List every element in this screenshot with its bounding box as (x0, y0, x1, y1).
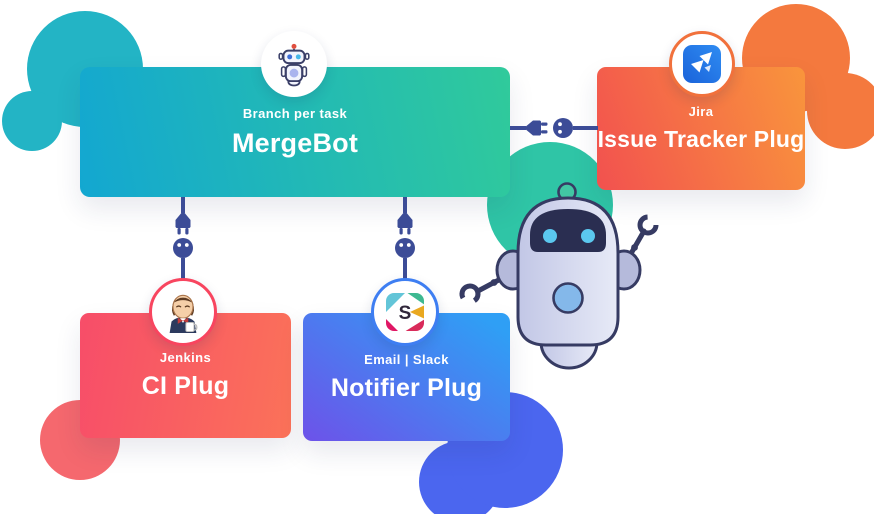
ci-title: CI Plug (141, 372, 230, 400)
slack-badge: S (371, 278, 439, 346)
decor-circle-orange-small (807, 73, 874, 149)
plug-socket-icon (510, 118, 598, 138)
robot-left-eye (543, 229, 557, 243)
mergebot-badge (261, 31, 327, 97)
mergebot-label: Branch per task (242, 105, 348, 121)
ci-label: Jenkins (159, 350, 212, 365)
mergebot-title: MergeBot (231, 127, 359, 158)
robot-icon (278, 43, 310, 87)
node-mergebot: Branch per task MergeBot (80, 67, 510, 197)
connector-mergebot-ci (173, 197, 193, 281)
plug-socket-icon (173, 197, 193, 281)
slack-icon: S (386, 293, 424, 331)
robot-right-gripper (637, 214, 659, 236)
jira-badge (669, 31, 735, 97)
slack-letter: S (399, 303, 412, 324)
robot-left-gripper (459, 283, 481, 305)
robot-right-eye (581, 229, 595, 243)
connector-mergebot-notifier (395, 197, 415, 281)
notifier-label: Email | Slack (364, 351, 449, 367)
robot-belly-button (552, 282, 584, 314)
connector-jira-mergebot (510, 118, 598, 138)
decor-circle-teal-small (2, 91, 62, 151)
issue-tracker-title: Issue Tracker Plug (597, 126, 805, 152)
notifier-title: Notifier Plug (330, 373, 483, 402)
robot-visor (530, 209, 606, 252)
plug-socket-icon (395, 197, 415, 281)
jenkins-icon (169, 294, 198, 333)
jira-icon (683, 45, 721, 83)
robot-mascot (459, 182, 659, 370)
jenkins-badge (149, 278, 217, 346)
issue-tracker-label: Jira (688, 104, 714, 119)
